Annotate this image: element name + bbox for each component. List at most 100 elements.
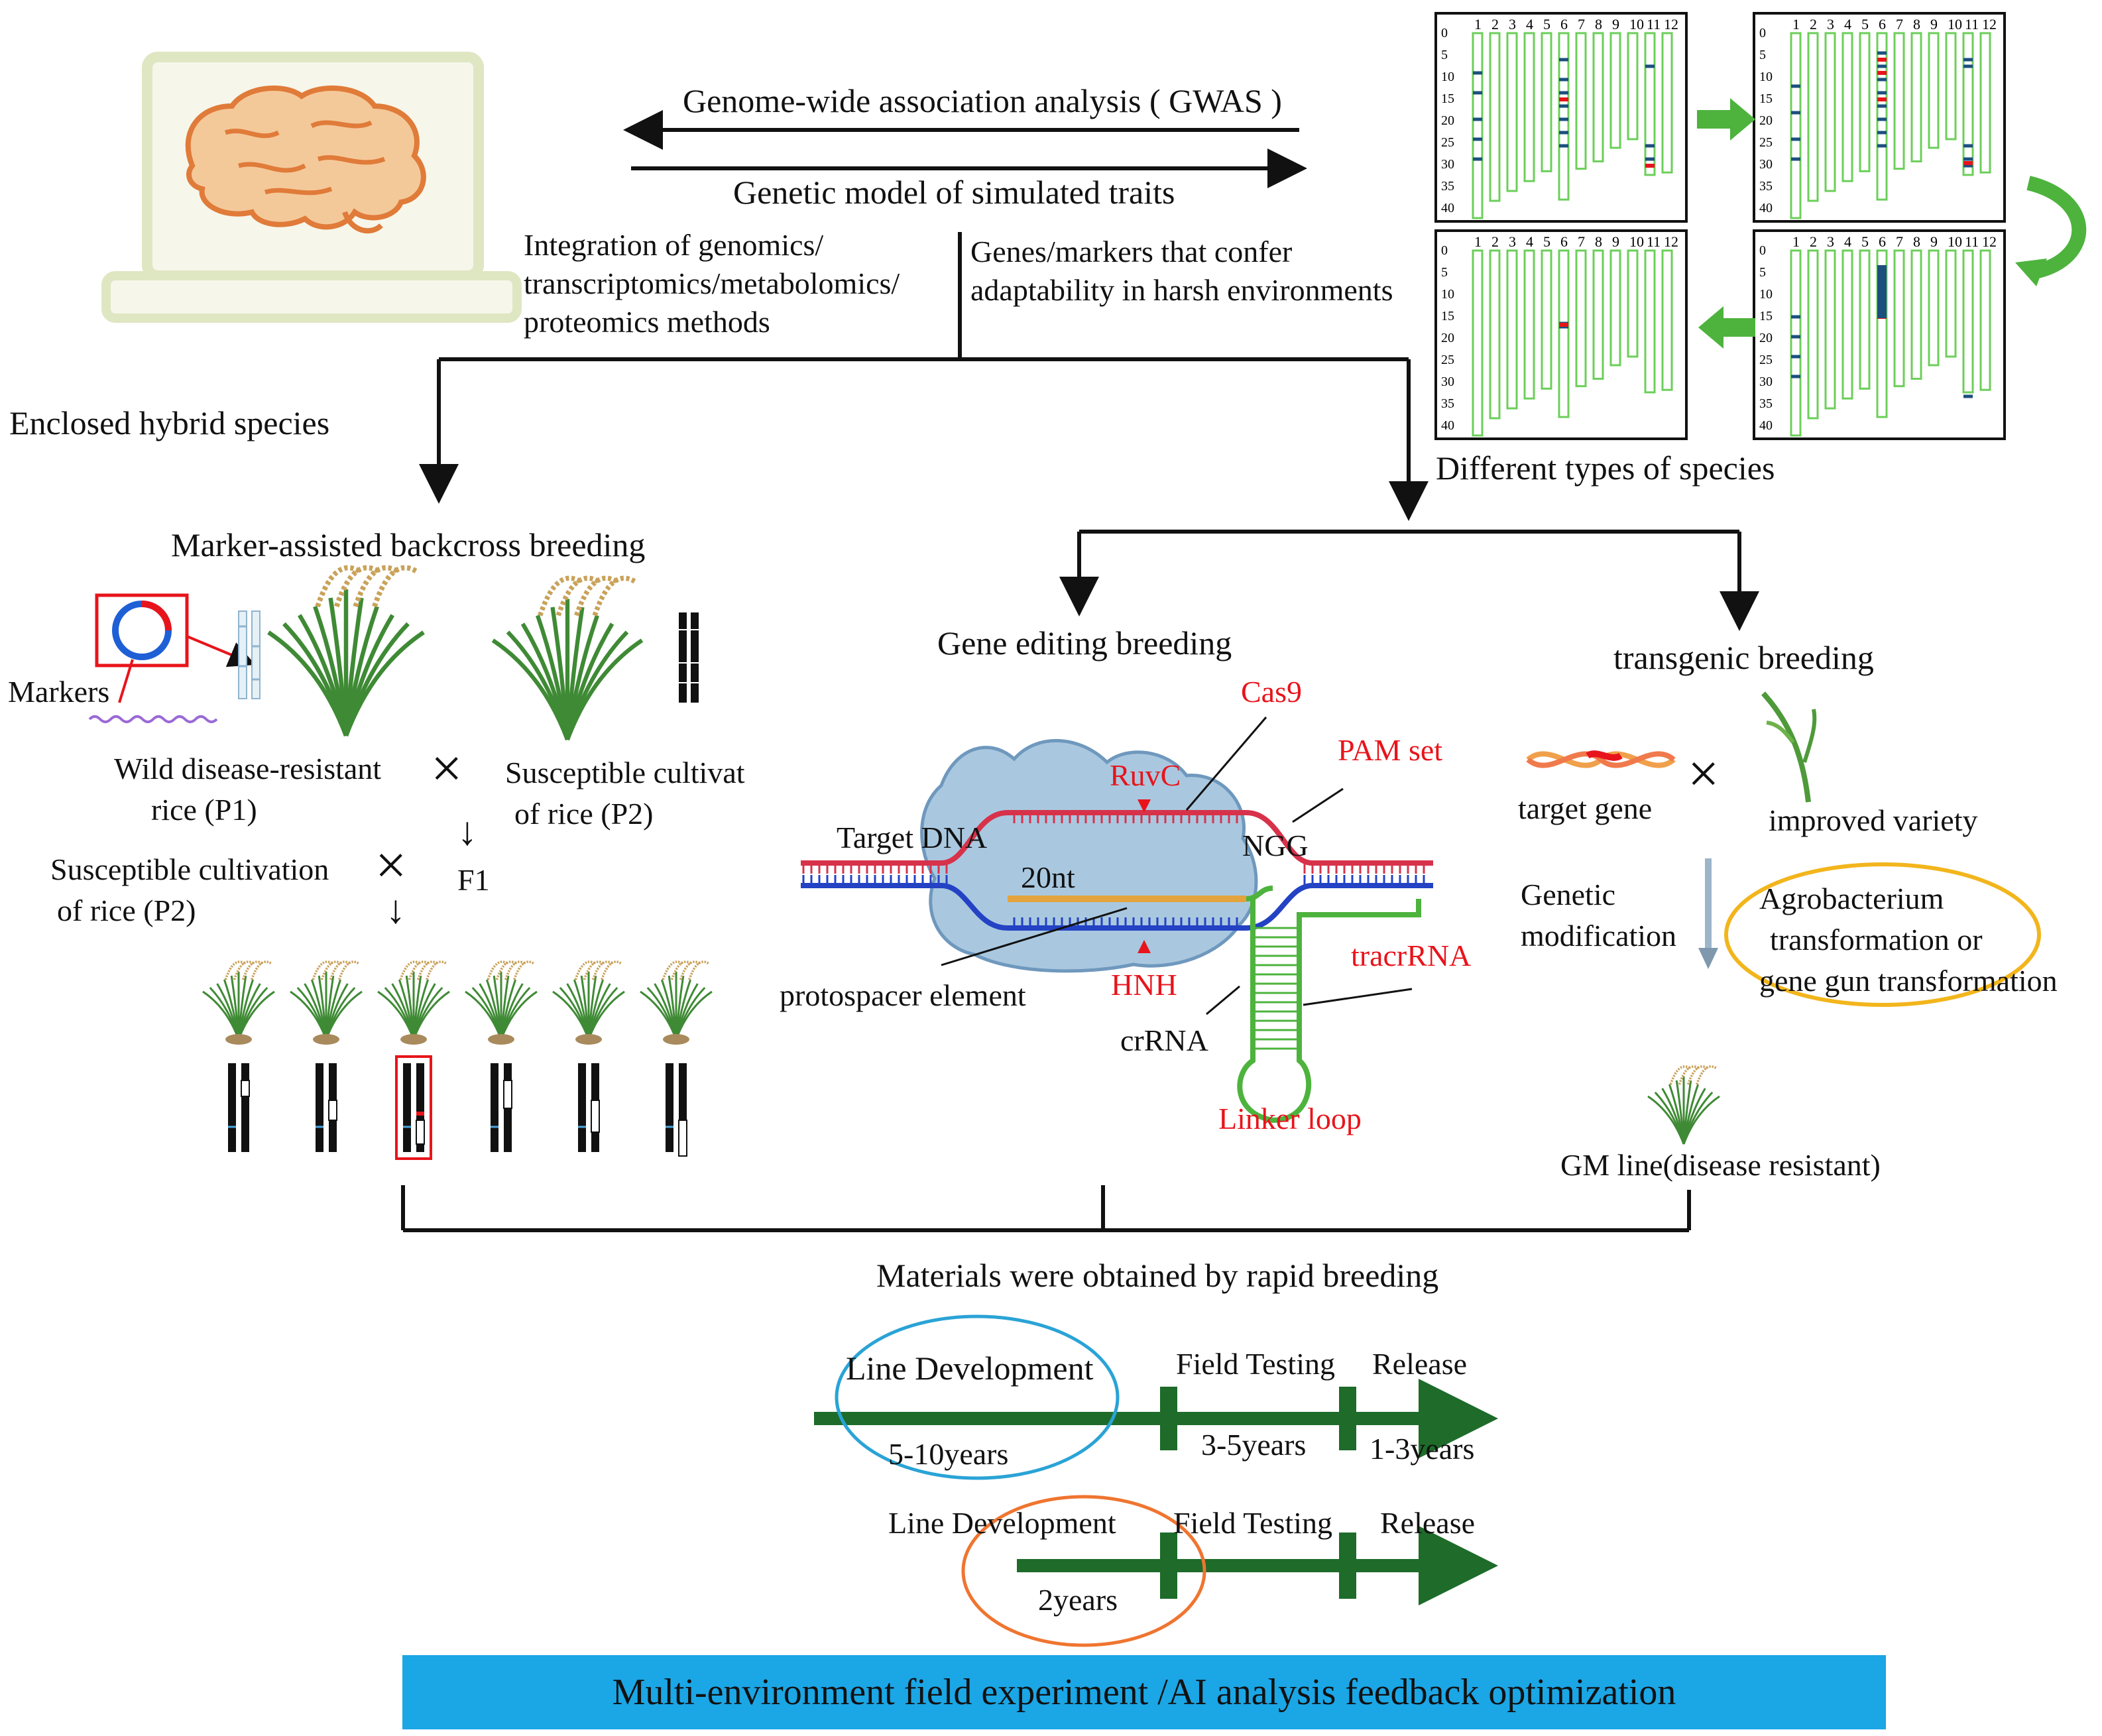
t2-field: Field Testing (1173, 1506, 1332, 1540)
panel-y-tick: 25 (1759, 353, 1773, 367)
p1-label-line-1: Wild disease-resistant (114, 752, 382, 785)
panel-x-tick: 9 (1930, 16, 1938, 32)
panel-y-tick: 35 (1759, 396, 1773, 411)
panel-x-tick: 11 (1965, 16, 1979, 32)
feedback-banner: Multi-environment field experiment /AI a… (402, 1655, 1886, 1729)
timeline-2 (961, 1495, 1498, 1647)
mab-title: Marker-assisted backcross breeding (171, 526, 646, 563)
panel-y-tick: 15 (1441, 309, 1454, 323)
panel-y-tick: 30 (1441, 375, 1454, 389)
t1-field: Field Testing (1176, 1347, 1335, 1381)
offspring-chromosome (491, 1063, 512, 1152)
down-arrow-1: ↓ (457, 809, 477, 853)
panel-x-tick: 12 (1982, 16, 1997, 32)
panel-x-tick: 2 (1491, 233, 1499, 250)
panel-arrow-left (1698, 306, 1755, 349)
marker-plasmid-icon (88, 593, 256, 723)
panel-x-tick: 8 (1595, 233, 1602, 250)
panel-x-tick: 8 (1595, 16, 1602, 32)
target-dna-label: Target DNA (837, 821, 988, 854)
panel-x-tick: 4 (1844, 16, 1851, 32)
panel-x-tick: 10 (1948, 233, 1962, 250)
offspring-chromosome (666, 1063, 687, 1157)
cross-symbol: × (431, 738, 463, 799)
panel-x-tick: 9 (1612, 16, 1619, 32)
crrna-label: crRNA (1120, 1023, 1208, 1057)
panel-y-tick: 10 (1759, 70, 1773, 84)
cross-symbol-2: × (375, 835, 407, 896)
t2-line-dev: Line Development (888, 1506, 1116, 1540)
agro-line-2: transformation or (1770, 923, 1983, 956)
panel-x-tick: 6 (1560, 233, 1568, 250)
panel-y-tick: 40 (1759, 201, 1773, 215)
ruvc-label: RuvC (1110, 758, 1181, 792)
improved-variety-label: improved variety (1769, 803, 1978, 837)
down-arrow-2: ↓ (386, 888, 406, 931)
gwas-label: Genome-wide association analysis ( GWAS … (683, 82, 1282, 119)
p2b-label-line-1: Susceptible cultivation (50, 852, 329, 886)
panel-y-tick: 30 (1441, 157, 1454, 172)
panel-x-tick: 10 (1948, 16, 1962, 32)
integration-line-1: Integration of genomics/ (524, 228, 824, 262)
offspring-chromosome (228, 1063, 250, 1152)
panel-x-tick: 1 (1474, 233, 1482, 250)
hnh-label: HNH (1111, 968, 1177, 1002)
gene-editing-title: Gene editing breeding (937, 624, 1232, 662)
genetic-mod-line-2: modification (1521, 919, 1677, 953)
integration-line-2: transcriptomics/metabolomics/ (524, 266, 900, 300)
offspring-chromosome (395, 1055, 432, 1160)
different-types-label: Different types of species (1436, 449, 1775, 487)
target-gene-label: target gene (1518, 791, 1653, 825)
chromosome-pair-icon (238, 610, 261, 699)
panel-x-tick: 6 (1560, 16, 1568, 32)
materials-label: Materials were obtained by rapid breedin… (876, 1257, 1439, 1294)
panel-y-tick: 20 (1441, 113, 1454, 128)
genetic-model-label: Genetic model of simulated traits (733, 174, 1175, 211)
panel-x-tick: 11 (1647, 233, 1661, 250)
panel-y-tick: 25 (1441, 353, 1454, 367)
panel-y-tick: 25 (1441, 135, 1454, 150)
panel-x-tick: 7 (1896, 233, 1903, 250)
gm-line-label: GM line(disease resistant) (1560, 1148, 1881, 1182)
timeline-1 (814, 1314, 1498, 1480)
panel-y-tick: 40 (1441, 418, 1454, 433)
panel-x-tick: 3 (1509, 233, 1516, 250)
panel-y-tick: 35 (1759, 179, 1773, 194)
panel-x-tick: 12 (1982, 233, 1997, 250)
panel-x-tick: 2 (1810, 16, 1817, 32)
panel-x-tick: 1 (1792, 16, 1800, 32)
panel-x-tick: 10 (1629, 16, 1644, 32)
cas9-complex-icon (801, 717, 1433, 1124)
panel-y-tick: 30 (1759, 157, 1773, 172)
agro-line-3: gene gun transformation (1759, 964, 2058, 998)
panel-arrow-right (1697, 98, 1755, 141)
panel-x-tick: 7 (1578, 233, 1585, 250)
t1-line-dev: Line Development (846, 1350, 1094, 1387)
panel-y-tick: 5 (1759, 265, 1766, 280)
f1-label: F1 (457, 863, 490, 897)
markers-label: Markers (8, 675, 110, 709)
panel-y-tick: 5 (1441, 48, 1448, 62)
panel-arrow-curve (2026, 176, 2087, 279)
panel-x-tick: 5 (1861, 16, 1869, 32)
panel-x-tick: 5 (1861, 233, 1869, 250)
t2-years-1: 2years (1038, 1583, 1118, 1617)
genetic-mod-line-1: Genetic (1521, 878, 1616, 911)
panel-y-tick: 0 (1759, 243, 1766, 258)
panel-x-tick: 3 (1827, 233, 1834, 250)
panel-x-tick: 3 (1509, 16, 1516, 32)
seedling-icon (1761, 691, 1817, 803)
enclosed-hybrid-label: Enclosed hybrid species (9, 404, 330, 441)
p1-label-line-2: rice (P1) (151, 793, 257, 827)
panel-y-tick: 0 (1759, 26, 1766, 40)
target-gene-icon (1526, 750, 1676, 768)
agro-line-1: Agrobacterium (1759, 882, 1944, 915)
nt20-label: 20nt (1021, 860, 1075, 894)
offspring-rice-plants (202, 960, 713, 1160)
genes-markers-line-2: adaptability in harsh environments (970, 273, 1393, 307)
panel-x-tick: 9 (1612, 233, 1619, 250)
integration-line-3: proteomics methods (524, 305, 770, 339)
